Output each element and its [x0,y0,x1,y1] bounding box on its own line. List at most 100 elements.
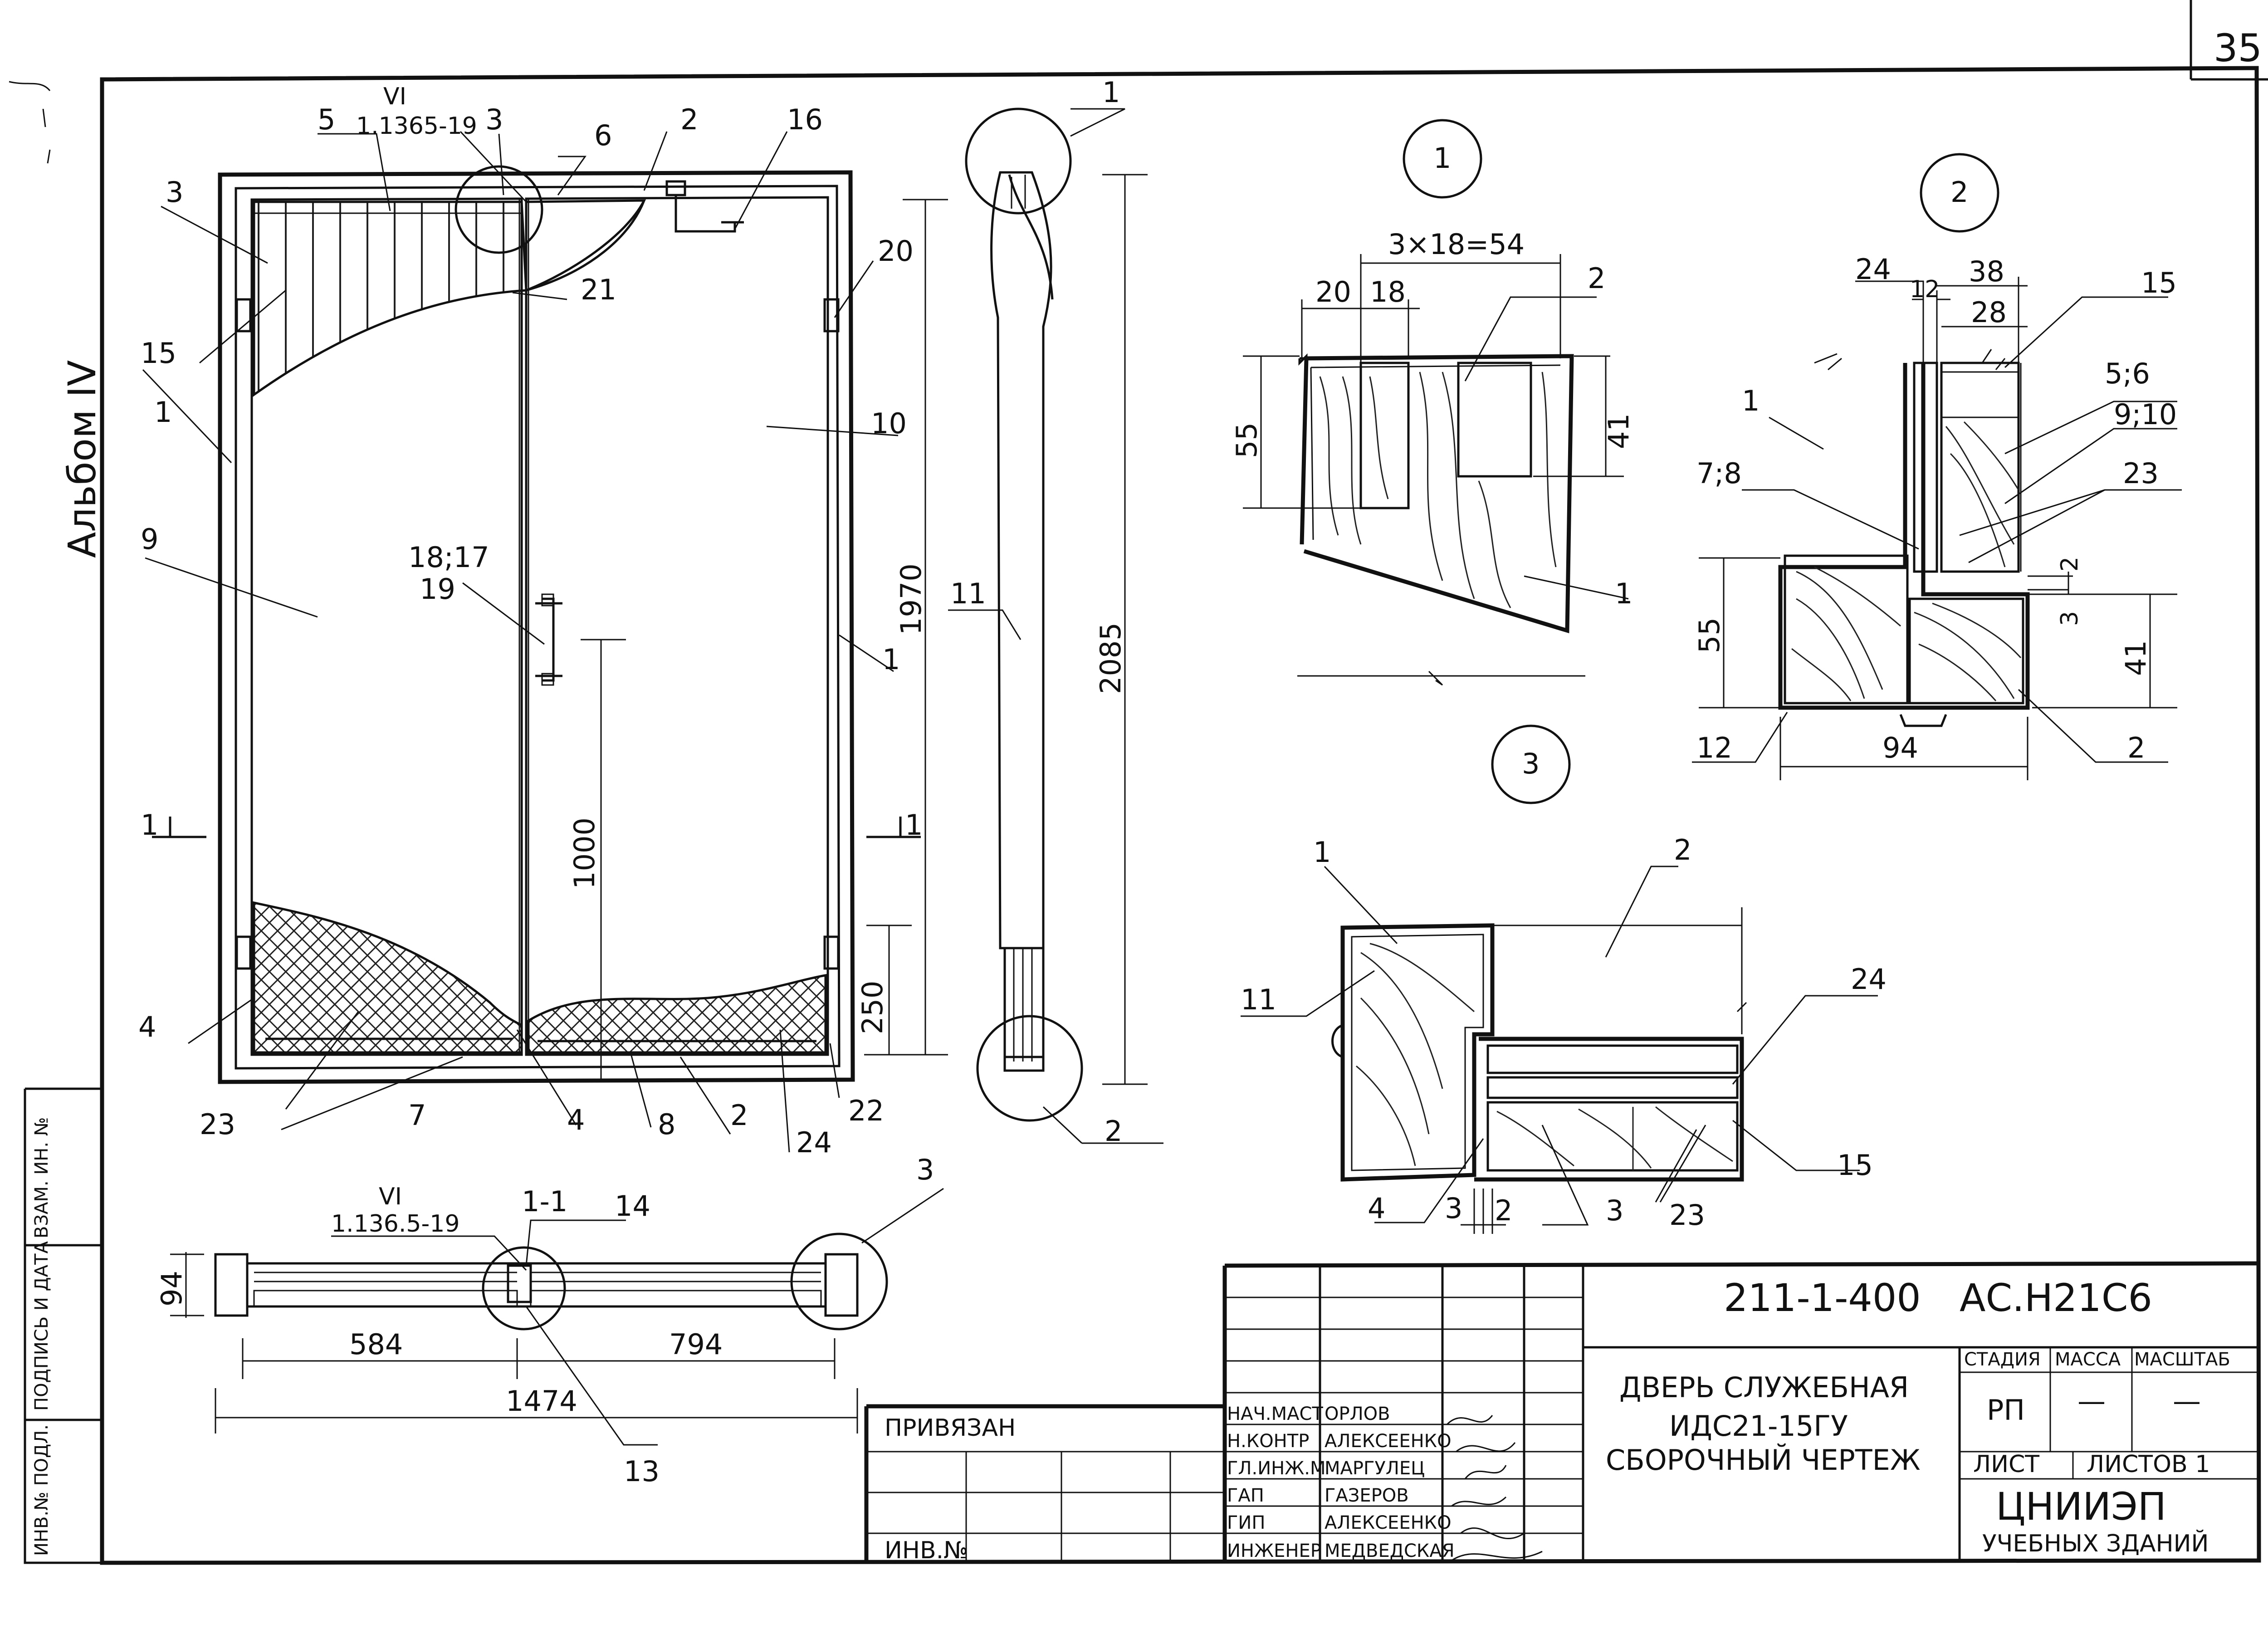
plan-dim-584: 584 [349,1328,403,1361]
role-5: ГИП [1227,1512,1265,1533]
detail3-callout-2b: 2 [1495,1194,1512,1227]
callout-24-bottom: 24 [796,1126,832,1159]
detail2-label: 2 [1950,176,1968,209]
title-block [864,1261,2259,1563]
dim-2085: 2085 [1094,622,1127,694]
org-line-2: УЧЕБНЫХ ЗДАНИЙ [1982,1530,2209,1557]
detail3-label: 3 [1522,747,1540,780]
plan-title: 1-1 [522,1185,567,1218]
detail2-callout-24: 24 [1855,253,1891,286]
detail2-dim-28: 28 [1971,296,2007,329]
side-label-vzam: ВЗАМ. ИН. № [31,1117,52,1238]
callout-4-left: 4 [138,1010,156,1043]
title-line-3: СБОРОЧНЫЙ ЧЕРТЕЖ [1606,1443,1921,1477]
plan-callout-3: 3 [916,1153,934,1186]
inv-label: ИНВ.№ [885,1537,968,1564]
callout-2-top: 2 [680,103,698,136]
detail3-callout-24: 24 [1851,963,1887,996]
detail2-callout-7-8: 7;8 [1696,457,1742,490]
side-label-inv: ИНВ.№ ПОДЛ. [31,1424,52,1556]
plan-dim-1474: 1474 [506,1384,577,1418]
ref-top-roman: VI [383,83,406,110]
detail2-callout-15: 15 [2141,266,2177,299]
callout-7: 7 [408,1099,426,1132]
detail2-callout-9-10: 9;10 [2114,398,2177,431]
plan-dim-794: 794 [669,1328,723,1361]
role-1: НАЧ.МАСТ [1227,1404,1323,1424]
sheet-label: ЛИСТ [1973,1451,2039,1478]
detail3-callout-3b: 3 [1606,1194,1623,1227]
value-mass: — [2077,1384,2106,1418]
detail1-dim-top: 3×18=54 [1388,228,1525,261]
detail2-callout-23: 23 [2123,457,2159,490]
detail1-dim-20: 20 [1315,275,1351,308]
callout-9: 9 [141,523,158,556]
callout-23-left: 23 [200,1108,235,1141]
detail3-callout-23: 23 [1669,1199,1705,1232]
detail2-callout-1: 1 [1742,384,1760,417]
detail-2 [1692,153,2182,780]
org-line-1: ЦНИИЭП [1996,1484,2166,1529]
detail3-callout-11: 11 [1241,983,1276,1016]
detail2-dim-2: 2 [2056,557,2083,572]
side-callout-1: 1 [1102,76,1120,109]
album-label: Альбом IV [60,360,104,558]
detail1-dim-55: 55 [1230,422,1263,458]
detail2-dim-38: 38 [1969,255,2004,288]
dim-1970: 1970 [894,563,928,635]
title-line-1: ДВЕРЬ СЛУЖЕБНАЯ [1619,1371,1909,1404]
name-4: ГАЗЕРОВ [1325,1485,1409,1506]
detail1-callout-1: 1 [1615,577,1633,610]
callout-21: 22 [848,1094,884,1127]
plan-ref-roman: VI [379,1183,402,1210]
callout-5: 5 [318,103,335,136]
top-cutaway [253,201,528,397]
detail-1 [1243,119,1629,686]
bottom-cutaway-right [527,974,827,1054]
name-5: АЛЕКСЕЕНКО [1325,1512,1452,1533]
header-mass: МАССА [2055,1349,2121,1370]
role-4: ГАП [1227,1485,1264,1506]
callout-16: 16 [787,103,823,136]
detail2-dim-41: 41 [2119,640,2152,676]
header-scale: МАСШТАБ [2134,1349,2230,1370]
callout-2-bottom: 2 [730,1099,748,1132]
callout-3-top-left: 3 [166,176,183,209]
detail2-dim-12: 12 [1910,276,1940,303]
role-rows: НАЧ.МАСТ ОРЛОВ Н.КОНТР АЛЕКСЕЕНКО ГЛ.ИНЖ… [1227,1404,1454,1561]
detail2-dim-94: 94 [1882,731,1918,764]
detail3-callout-2: 2 [1674,833,1691,866]
name-1: ОРЛОВ [1325,1404,1390,1424]
plan-1-1 [170,1188,944,1446]
name-2: АЛЕКСЕЕНКО [1325,1431,1452,1452]
detail2-callout-2: 2 [2127,731,2145,764]
plan-ref-code: 1.136.5-19 [331,1210,459,1238]
name-3: МАРГУЛЕЦ [1325,1458,1425,1479]
callout-18-17: 18;17 [408,541,489,574]
title-album-code: АС.Н21С6 [1960,1276,2152,1320]
section-mark-left: 1 [141,808,158,841]
ref-top-code: 1.1365-19 [356,113,477,140]
role-2: Н.КОНТР [1227,1431,1309,1452]
detail1-dim-41: 41 [1602,413,1635,449]
callout-15-left: 15 [141,337,176,370]
value-scale: — [2173,1384,2201,1418]
detail3-callout-1: 1 [1313,836,1331,869]
detail3-callout-3a: 3 [1445,1192,1462,1225]
callout-3-top: 3 [485,103,503,136]
sheets-label: ЛИСТОВ 1 [2087,1451,2210,1478]
detail2-callout-5-6: 5;6 [2105,357,2150,390]
plan-dim-94: 94 [155,1271,188,1306]
title-code: 211-1-400 [1724,1276,1921,1320]
detail3-callout-15: 15 [1837,1149,1873,1182]
door-side-section [948,108,1163,1144]
detail-3 [1241,724,1878,1234]
dim-250: 250 [856,981,889,1034]
value-stage: РП [1987,1394,2025,1427]
side-label-sign: ПОДПИСЬ И ДАТА [31,1241,52,1411]
callout-4-bottom: 4 [567,1103,585,1136]
callout-1-right: 1 [882,643,900,676]
header-stage: СТАДИЯ [1964,1349,2041,1370]
callout-22: 21 [581,273,616,306]
